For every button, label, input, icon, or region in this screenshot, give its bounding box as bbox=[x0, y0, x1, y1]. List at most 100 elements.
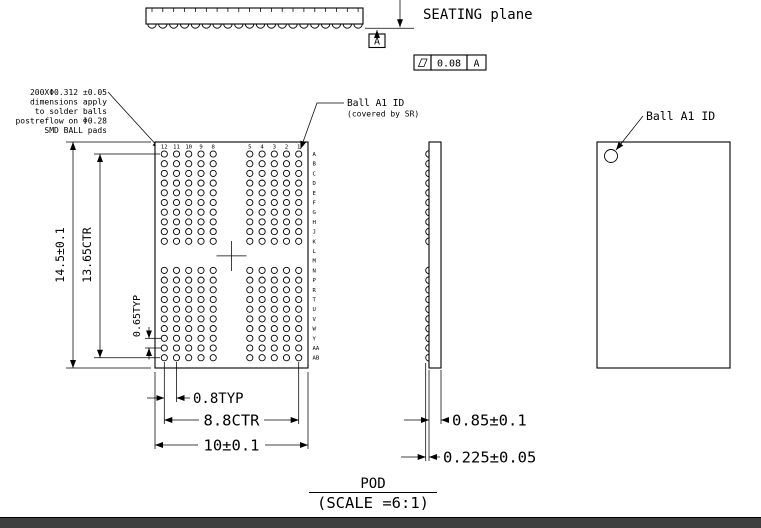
ball bbox=[258, 266, 266, 274]
ball bbox=[160, 237, 168, 245]
ball bbox=[270, 189, 278, 197]
ball bbox=[197, 334, 205, 342]
package-body-side bbox=[145, 7, 364, 25]
row-label: Y bbox=[313, 336, 317, 342]
ball bbox=[270, 276, 278, 284]
ball bbox=[270, 305, 278, 313]
ball bbox=[258, 179, 266, 187]
dim-standoff-label: 0.225±0.05 bbox=[443, 449, 536, 467]
ball bbox=[246, 315, 254, 323]
ball bbox=[185, 334, 193, 342]
ball bbox=[282, 228, 291, 236]
ball bbox=[185, 160, 193, 168]
ball bbox=[295, 169, 303, 177]
ball bbox=[270, 228, 278, 236]
ball bbox=[185, 354, 193, 362]
ball bbox=[270, 208, 278, 216]
ball bbox=[209, 160, 217, 168]
ball bbox=[295, 276, 303, 284]
ball bbox=[270, 160, 278, 168]
ball bbox=[295, 286, 303, 294]
ball bbox=[197, 218, 205, 226]
package-body-profile bbox=[428, 141, 442, 369]
ball bbox=[197, 198, 205, 207]
ball bbox=[282, 189, 291, 197]
ball bbox=[172, 169, 181, 177]
ball bbox=[185, 228, 193, 236]
row-label: G bbox=[313, 210, 317, 216]
ball bbox=[160, 228, 168, 236]
top-view-a1-callout: Ball A1 ID bbox=[646, 109, 715, 123]
column-label: 5 bbox=[248, 145, 251, 151]
ball bbox=[197, 208, 205, 216]
ball bbox=[160, 198, 168, 207]
ball bbox=[270, 344, 278, 352]
dim-thickness: 0.85±0.1 bbox=[404, 412, 527, 430]
ball-a1-callout: Ball A1 ID bbox=[347, 98, 404, 109]
ball bbox=[246, 228, 254, 236]
ball bbox=[197, 189, 205, 197]
drawing-title-area: POD (SCALE =6:1) bbox=[309, 476, 437, 512]
ball bbox=[258, 150, 266, 158]
dim-row-pitch: 0.65TYP bbox=[132, 295, 161, 360]
ball bbox=[197, 286, 205, 294]
ball bbox=[295, 334, 303, 342]
ball bbox=[197, 344, 205, 352]
ball bbox=[295, 179, 303, 187]
ball bbox=[209, 208, 217, 216]
row-label: J bbox=[313, 230, 316, 236]
row-label: M bbox=[313, 259, 317, 265]
ball bbox=[209, 150, 217, 158]
ball bbox=[282, 218, 291, 226]
ball bbox=[172, 228, 181, 236]
ball bbox=[282, 354, 291, 362]
note-line: 200XΦ0.312 ±0.05 bbox=[30, 88, 107, 97]
ball bbox=[172, 315, 181, 323]
top-view-a1-leader bbox=[615, 115, 644, 151]
ball bbox=[172, 150, 181, 158]
ball bbox=[295, 325, 303, 333]
drawing-scale: (SCALE =6:1) bbox=[317, 494, 429, 512]
ball bbox=[209, 237, 217, 245]
ball bbox=[246, 286, 254, 294]
ball bbox=[258, 189, 266, 197]
ball bbox=[160, 315, 168, 323]
column-label: 8 bbox=[212, 145, 216, 151]
ball bbox=[160, 354, 168, 362]
ball bbox=[185, 218, 193, 226]
flatness-datum-ref: A bbox=[473, 59, 479, 70]
ball bbox=[172, 179, 181, 187]
ball bbox=[185, 237, 193, 245]
row-label: L bbox=[313, 249, 317, 255]
center-cross bbox=[216, 241, 247, 271]
ball bbox=[295, 198, 303, 207]
ball bbox=[295, 266, 303, 274]
ball bbox=[258, 305, 266, 313]
ball bbox=[246, 305, 254, 313]
ball bbox=[197, 169, 205, 177]
ball bbox=[246, 295, 254, 304]
dim-ball-field-height: 13.65CTR bbox=[80, 153, 160, 359]
ball bbox=[246, 160, 254, 168]
ball bbox=[258, 198, 266, 207]
ball bbox=[209, 179, 217, 187]
ball bbox=[185, 276, 193, 284]
ball bbox=[172, 198, 181, 207]
ball bbox=[209, 169, 217, 177]
ball bbox=[160, 305, 168, 313]
ball bbox=[160, 179, 168, 187]
dim-body-height-label: 14.5±0.1 bbox=[53, 227, 67, 282]
row-label: N bbox=[313, 268, 316, 274]
ball bbox=[282, 169, 291, 177]
ball bbox=[282, 150, 291, 158]
fcf-datum-cell bbox=[466, 54, 487, 71]
dim-ball-field-width: 8.8CTR bbox=[164, 412, 299, 430]
ball-a1-leader bbox=[300, 102, 344, 150]
ball bbox=[160, 169, 168, 177]
ball bbox=[270, 150, 278, 158]
dim-col-pitch: 0.8TYP bbox=[147, 391, 244, 407]
ball bbox=[172, 160, 181, 168]
ball bbox=[295, 354, 303, 362]
